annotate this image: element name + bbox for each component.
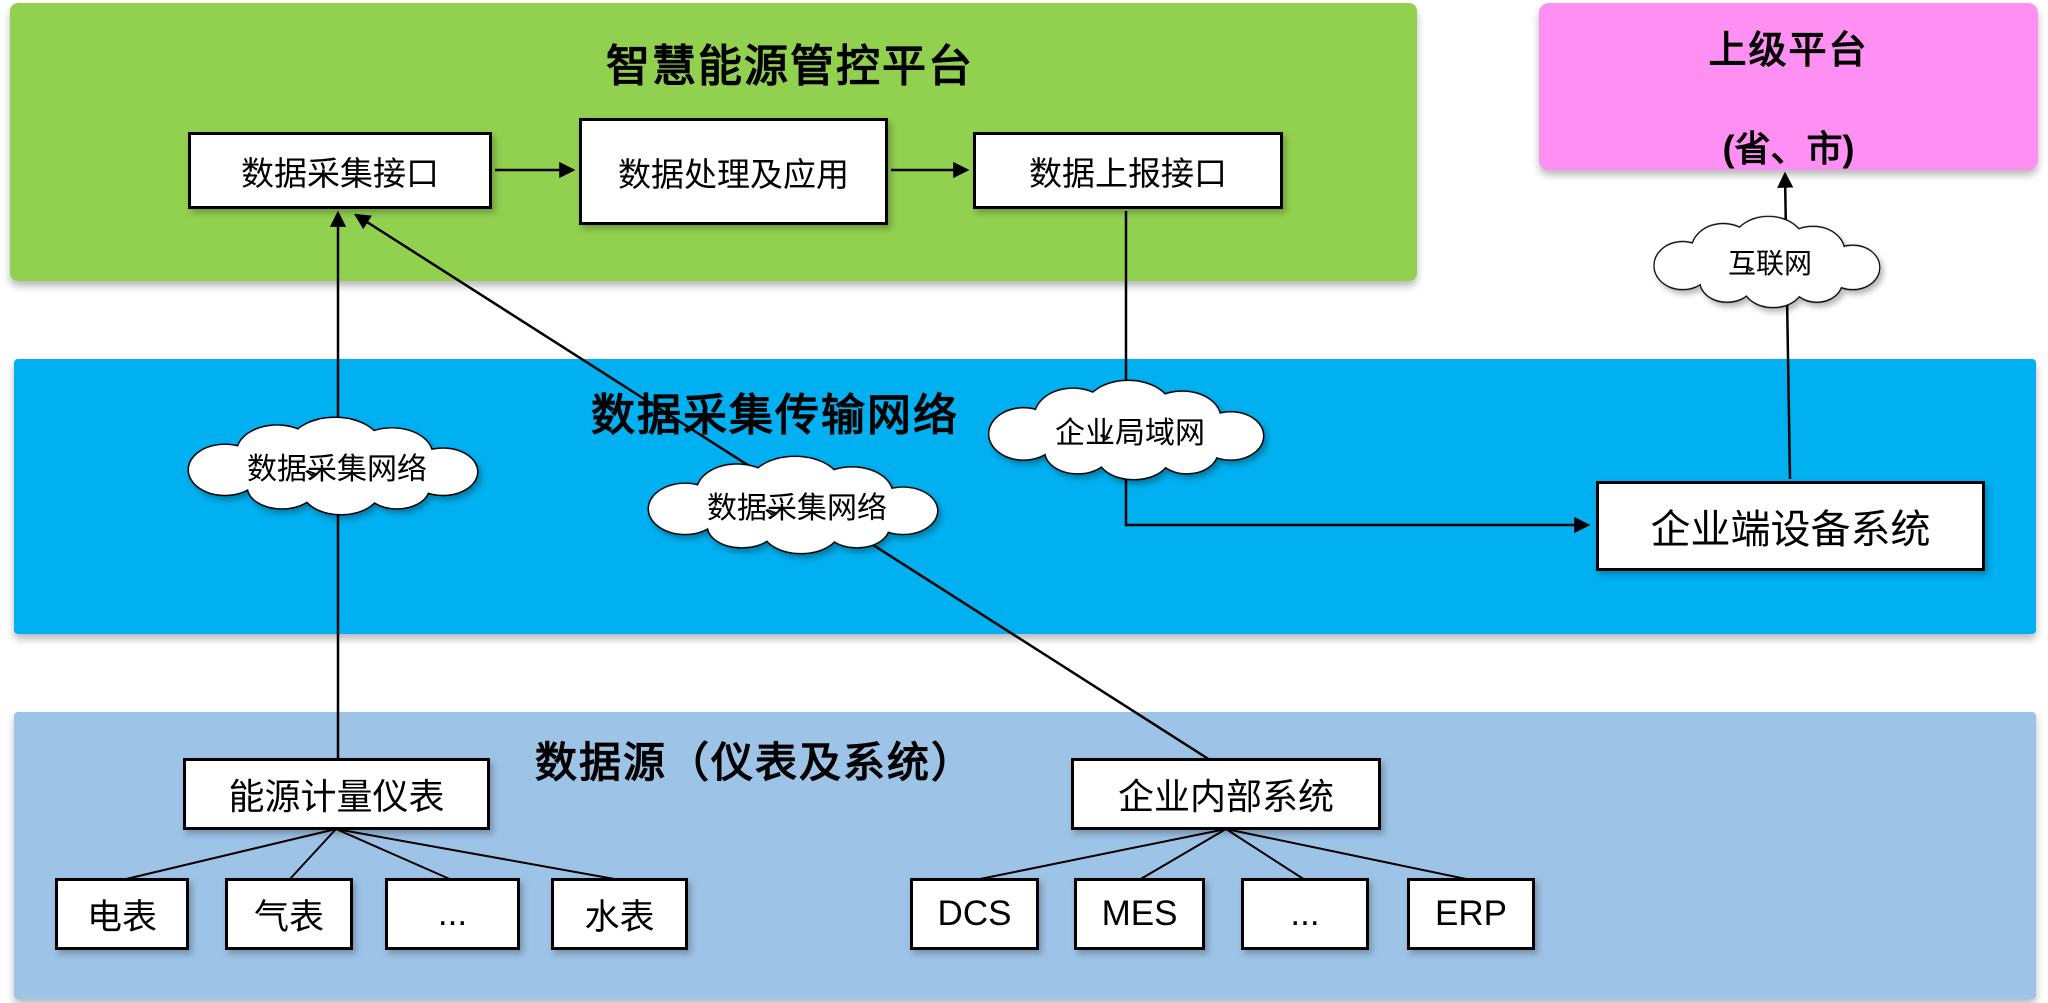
cloud-label-collect-network-2: 数据采集网络 — [707, 492, 887, 525]
node-gas-meter: 气表 — [225, 878, 353, 950]
line-meter-group-to-electric — [121, 828, 337, 881]
node-enterprise-device-system: 企业端设备系统 — [1596, 481, 1985, 571]
node-dcs: DCS — [910, 878, 1039, 950]
line-system-group-to-erp — [1225, 828, 1472, 881]
line-meter-group-to-water — [335, 828, 621, 881]
cloud-label-internet: 互联网 — [1727, 248, 1813, 279]
line-meter-group-to-gas — [288, 828, 337, 881]
node-electric-meter: 电表 — [55, 878, 189, 950]
node-mes: MES — [1074, 878, 1205, 950]
connector-report-to-device — [1124, 211, 1591, 534]
fanout-lines — [121, 828, 1472, 881]
node-data-collect-interface: 数据采集接口 — [188, 132, 492, 209]
cloud-label-enterprise-lan: 企业局域网 — [1055, 417, 1205, 450]
node-more-systems: ... — [1241, 878, 1369, 950]
node-erp: ERP — [1407, 878, 1535, 950]
node-energy-meter-group: 能源计量仪表 — [183, 758, 490, 830]
platform-title: 智慧能源管控平台 — [606, 42, 974, 91]
upper-platform-title: 上级平台 — [1708, 30, 1869, 72]
node-more-meters: ... — [385, 878, 520, 950]
node-water-meter: 水表 — [551, 878, 688, 950]
line-meter-group-to-more — [335, 828, 453, 881]
line-system-group-to-dcs — [974, 828, 1227, 881]
node-enterprise-internal-system-group: 企业内部系统 — [1071, 758, 1381, 830]
upper-platform-card: 上级平台 (省、市) — [1539, 3, 2038, 170]
line-system-group-to-more — [1225, 828, 1306, 881]
line-system-group-to-mes — [1138, 828, 1227, 881]
network-title: 数据采集传输网络 — [591, 391, 959, 440]
node-data-report-interface: 数据上报接口 — [973, 132, 1283, 209]
upper-platform-subtitle: (省、市) — [1722, 128, 1855, 169]
cloud-label-collect-network-1: 数据采集网络 — [247, 453, 427, 486]
node-data-process-application: 数据处理及应用 — [579, 118, 888, 225]
source-title: 数据源（仪表及系统） — [534, 739, 976, 786]
